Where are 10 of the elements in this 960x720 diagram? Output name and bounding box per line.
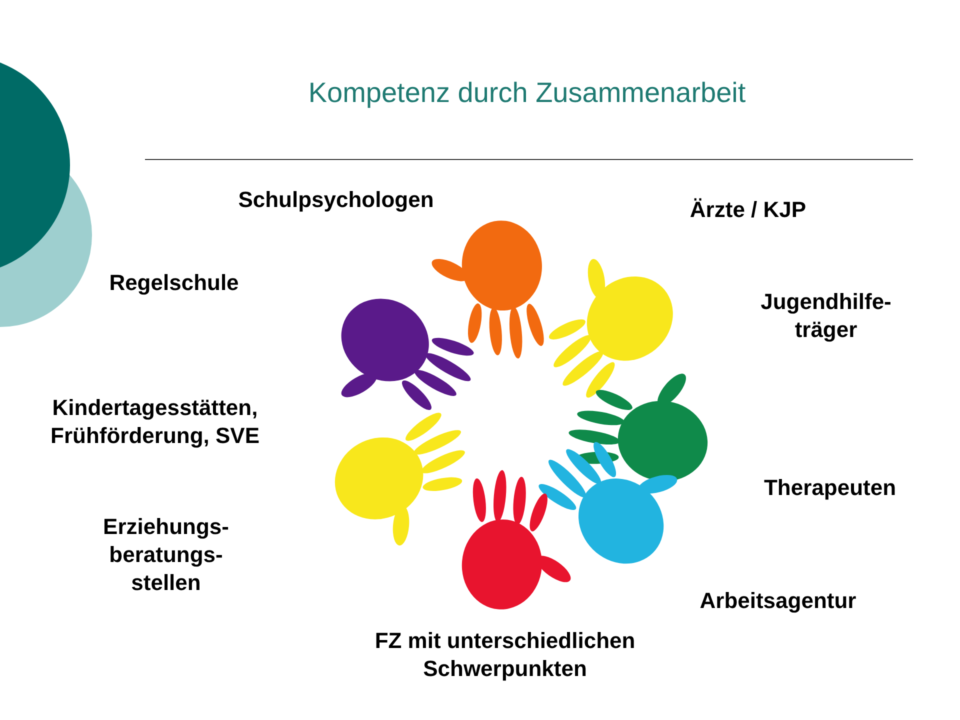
category-label: Arbeitsagentur	[698, 587, 858, 615]
category-label: Ärzte / KJP	[688, 196, 808, 224]
category-label: FZ mit unterschiedlichen Schwerpunkten	[374, 627, 636, 683]
category-label: Therapeuten	[762, 474, 898, 502]
category-label: Jugendhilfe- träger	[760, 288, 892, 344]
category-label: Schulpsychologen	[237, 186, 435, 214]
category-label: Kindertagesstätten, Frühförderung, SVE	[50, 394, 260, 450]
category-label: Erziehungs- beratungs- stellen	[102, 513, 230, 597]
category-label: Regelschule	[108, 269, 240, 297]
title: Kompetenz durch Zusammenarbeit	[308, 76, 746, 110]
